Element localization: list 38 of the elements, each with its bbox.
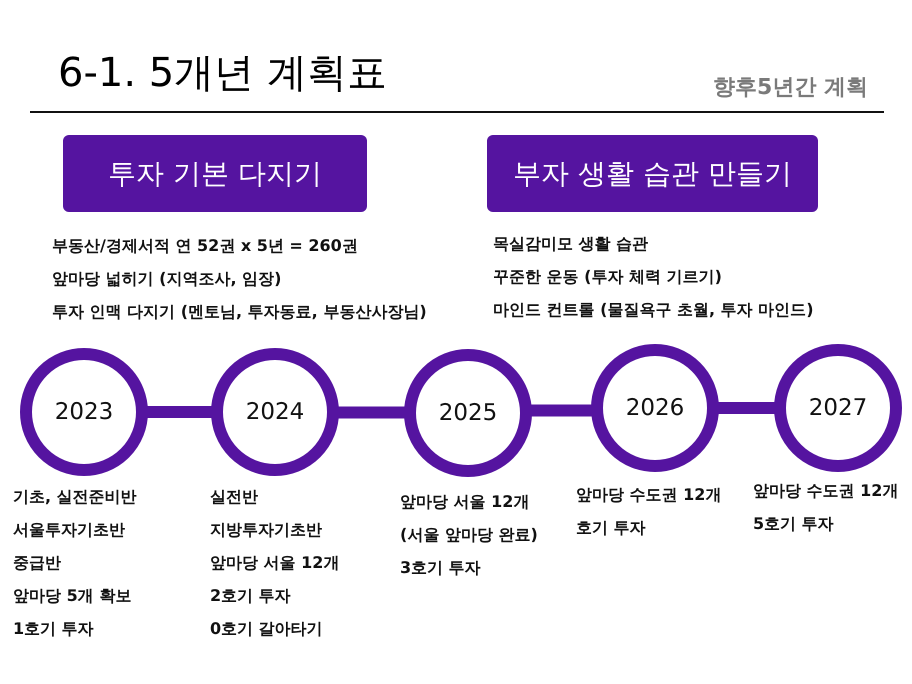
- note-text: 앞마당 넓히기 (지역조사, 임장): [52, 269, 282, 289]
- note-text: 2호기 투자: [210, 586, 291, 606]
- note-text: 기초, 실전준비반: [13, 487, 137, 507]
- note-text: 마인드 컨트롤 (물질욕구 초월, 투자 마인드): [493, 300, 814, 320]
- note-text: 앞마당 수도권 12개: [576, 485, 722, 505]
- note-text: 투자 인맥 다지기 (멘토님, 투자동료, 부동산사장님): [52, 302, 427, 322]
- box-title: 부자 생활 습관 만들기: [513, 156, 792, 192]
- year-label: 2027: [808, 395, 868, 421]
- note-text: 0호기 갈아타기: [210, 619, 323, 639]
- timeline-connector: [717, 402, 776, 414]
- subtitle-text: 향후5년간 계획: [713, 74, 868, 102]
- note-text: 1호기 투자: [13, 619, 94, 639]
- note-text: 서울투자기초반: [13, 520, 125, 540]
- note-text: 호기 투자: [576, 518, 646, 538]
- timeline-connector: [146, 406, 213, 418]
- timeline-connector: [530, 404, 594, 416]
- year-label: 2025: [438, 400, 498, 426]
- note-text: 실전반: [210, 487, 258, 507]
- note-text: 3호기 투자: [400, 558, 481, 578]
- note-text: (서울 앞마당 완료): [400, 525, 538, 545]
- note-text: 앞마당 서울 12개: [400, 492, 530, 512]
- year-label: 2026: [626, 395, 684, 421]
- note-text: 꾸준한 운동 (투자 체력 기르기): [493, 267, 722, 287]
- note-text: 지방투자기초반: [210, 520, 322, 540]
- category-box: [487, 135, 818, 212]
- note-text: 앞마당 5개 확보: [13, 586, 132, 606]
- note-text: 앞마당 수도권 12개: [753, 481, 898, 501]
- note-text: 부동산/경제서적 연 52권 x 5년 = 260권: [52, 236, 358, 256]
- note-text: 5호기 투자: [753, 514, 834, 534]
- page-title: 6-1. 5개년 계획표: [58, 50, 387, 96]
- box-title: 투자 기본 다지기: [108, 156, 322, 192]
- note-text: 앞마당 서울 12개: [210, 553, 340, 573]
- timeline-connector: [337, 406, 406, 418]
- year-label: 2024: [246, 399, 304, 425]
- category-box: [63, 135, 367, 212]
- note-text: 목실감미모 생활 습관: [493, 234, 648, 254]
- note-text: 중급반: [13, 553, 61, 573]
- year-label: 2023: [54, 399, 114, 425]
